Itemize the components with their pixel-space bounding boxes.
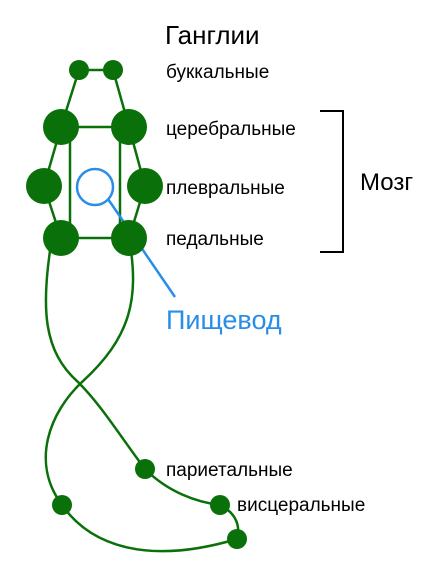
pedal-ganglion-right	[111, 220, 147, 256]
label-pedal: педальные	[166, 229, 264, 250]
label-visceral: висцеральные	[237, 495, 365, 516]
brain-bracket	[320, 110, 344, 253]
lower-ganglion-right	[227, 529, 247, 549]
cerebral-ganglion-right	[111, 109, 147, 145]
label-pleural: плевральные	[166, 178, 285, 199]
label-esophagus: Пищевод	[166, 305, 282, 335]
buccal-ganglion-left	[69, 60, 89, 80]
cerebral-ganglion-left	[43, 109, 79, 145]
lower-visceral-loop	[60, 503, 239, 553]
label-parietal: париетальные	[166, 460, 293, 481]
ganglia	[26, 60, 247, 549]
parietal-ganglion	[135, 459, 155, 479]
pleural-ganglion-right	[127, 168, 163, 204]
diagram-title: Ганглии	[165, 20, 260, 50]
label-brain: Мозг	[360, 169, 413, 196]
visceral-loop-right	[44, 236, 135, 507]
visceral-loop-left	[44, 236, 147, 471]
pedal-ganglion-left	[43, 220, 79, 256]
lower-ganglion-left	[52, 495, 72, 515]
label-cerebral: церебральные	[166, 119, 296, 140]
pleural-ganglion-left	[26, 168, 62, 204]
esophagus-ring	[75, 167, 115, 207]
visceral-ganglion	[210, 495, 230, 515]
buccal-ganglion-right	[103, 60, 123, 80]
label-buccal: буккальные	[166, 62, 269, 83]
